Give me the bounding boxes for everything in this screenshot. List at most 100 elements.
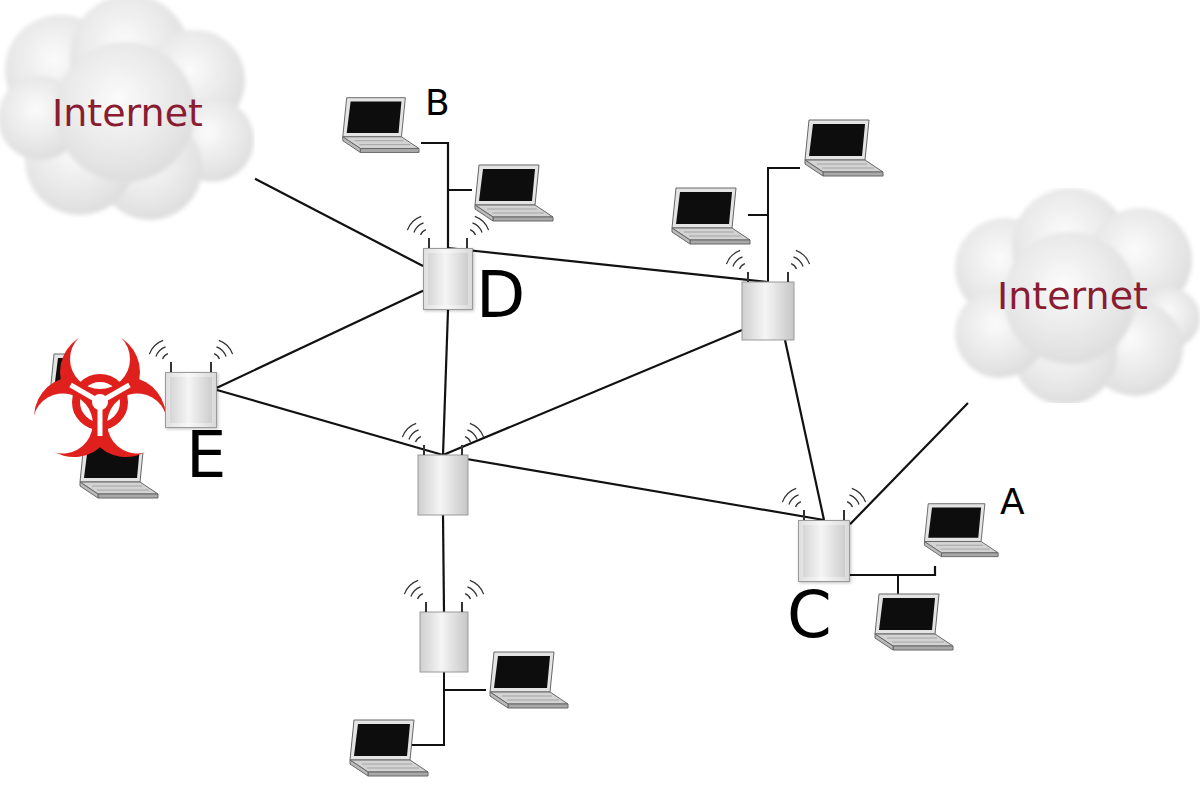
laptop-wires (110, 168, 898, 745)
cloud-label: Internet (997, 277, 1148, 315)
illustration-part (470, 230, 475, 235)
laptop-icon (915, 500, 1000, 566)
illustration-part (747, 272, 749, 282)
illustration-part (444, 689, 486, 691)
illustration-part (443, 310, 448, 455)
illustration-part (461, 602, 463, 612)
illustration-part (465, 437, 470, 442)
illustration-part (791, 264, 796, 269)
illustration-part (796, 250, 810, 264)
node-letter: C (787, 583, 832, 647)
illustration-part (149, 340, 163, 354)
illustration-part (104, 385, 129, 400)
illustration-part (789, 495, 799, 505)
router-devices (418, 282, 794, 672)
illustration-part (467, 587, 477, 597)
illustration-part (768, 168, 800, 282)
illustration-part (416, 437, 421, 442)
illustration-part (782, 488, 796, 502)
illustration-part (443, 515, 444, 612)
access-point: D (423, 248, 473, 310)
illustration-part (733, 257, 743, 267)
illustration-part (461, 445, 463, 455)
illustration-part (470, 423, 484, 437)
illustration-part (843, 510, 845, 520)
cloud-label: Internet (52, 94, 203, 132)
illustration-part (465, 594, 470, 599)
illustration-part (742, 282, 794, 340)
cloud-label-wrap: Internet (945, 188, 1200, 403)
illustration-part (404, 580, 418, 594)
illustration-part (156, 347, 166, 357)
illustration-part (71, 385, 96, 400)
illustration-part (443, 330, 742, 455)
illustration-part (475, 165, 553, 221)
illustration-part (170, 362, 172, 372)
network-link (421, 143, 448, 248)
node-letter: B (425, 85, 450, 121)
node-letter: E (186, 423, 226, 487)
wireless-signal (149, 216, 865, 612)
access-point: E (165, 372, 217, 428)
illustration-part (467, 430, 477, 440)
illustration-part (443, 455, 824, 520)
internet-cloud: Internet (945, 188, 1200, 403)
illustration-part (350, 720, 428, 776)
illustration-part (466, 238, 468, 248)
illustration-part (448, 189, 472, 191)
access-point: C (798, 520, 850, 582)
illustration-part (672, 188, 750, 244)
illustration-part (402, 423, 416, 437)
illustration-part (210, 362, 212, 372)
mesh-links (217, 248, 824, 612)
illustration-part (421, 230, 426, 235)
illustration-part (726, 250, 740, 264)
node-letter: A (1000, 484, 1025, 520)
laptop-icon (333, 95, 421, 161)
illustration-part (423, 445, 425, 455)
illustration-part (793, 257, 803, 267)
network-link (850, 566, 935, 575)
laptop-node: B (333, 95, 421, 161)
illustration-part (470, 580, 484, 594)
illustration-part (796, 502, 801, 507)
illustration-part (410, 672, 444, 745)
internet-cloud: Internet (0, 0, 255, 225)
illustration-part (847, 502, 852, 507)
laptops (50, 120, 953, 776)
biohazard-symbol (19, 329, 180, 472)
illustration-part (875, 594, 953, 650)
illustration-part (425, 602, 427, 612)
illustration-part (803, 510, 805, 520)
illustration-part (214, 354, 219, 359)
illustration-part (852, 488, 866, 502)
illustration-part (216, 347, 226, 357)
illustration-part (475, 216, 489, 230)
illustration-part (472, 223, 482, 233)
illustration-part (407, 216, 421, 230)
illustration-part (785, 340, 824, 520)
illustration-part (411, 587, 421, 597)
illustration-part (217, 390, 443, 455)
illustration-part (98, 407, 103, 436)
illustration-part (71, 385, 130, 436)
illustration-part (748, 214, 768, 216)
illustration-part (22, 329, 178, 464)
illustration-part (805, 120, 883, 176)
illustration-part (849, 495, 859, 505)
illustration-part (414, 223, 424, 233)
network-link (255, 179, 423, 266)
illustration-part (219, 340, 233, 354)
illustration-part (418, 594, 423, 599)
illustration-part (418, 455, 468, 515)
node-letter: D (476, 263, 525, 327)
illustration-part (740, 264, 745, 269)
network-link (217, 291, 423, 388)
laptop-node: A (915, 500, 1000, 566)
illustration-part (787, 272, 789, 282)
illustration-part (428, 238, 430, 248)
illustration-part (420, 612, 468, 672)
illustration-part (409, 430, 419, 440)
cloud-label-wrap: Internet (0, 0, 255, 225)
